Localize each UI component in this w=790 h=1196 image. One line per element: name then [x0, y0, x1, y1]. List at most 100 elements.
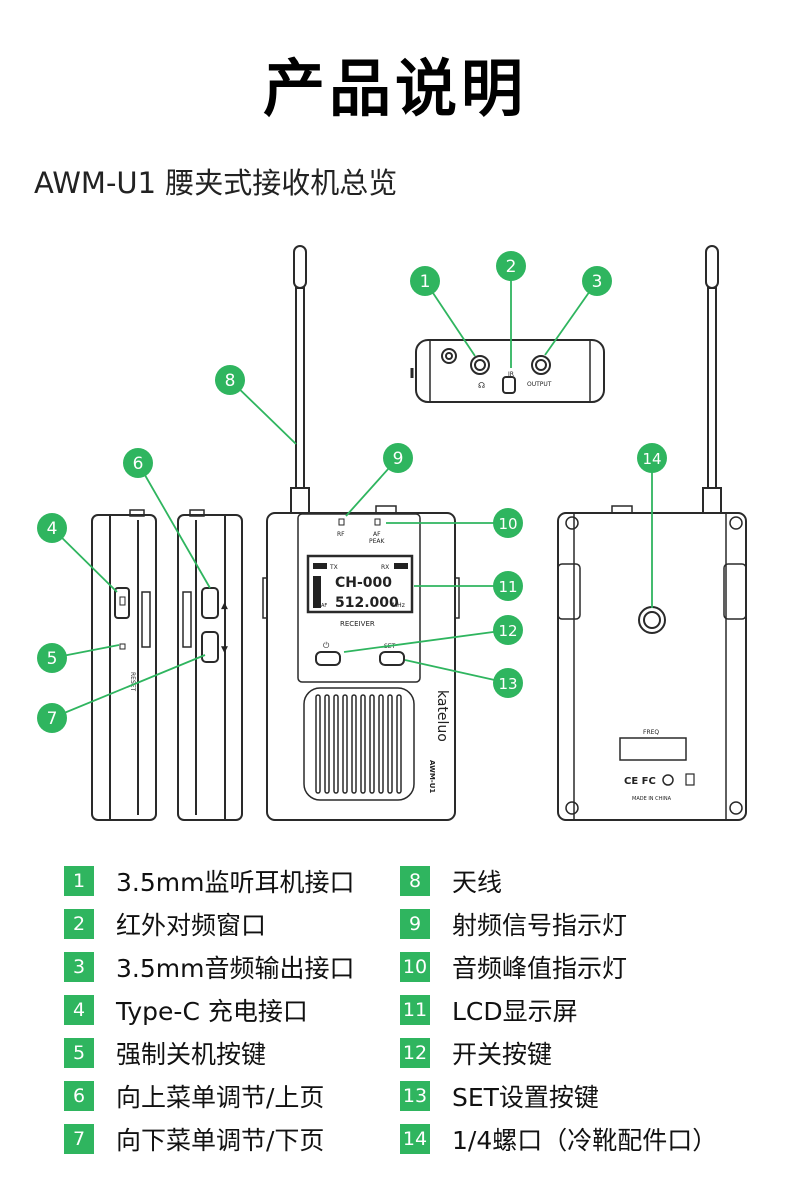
legend-number: 2	[64, 909, 94, 939]
legend-number: 3	[64, 952, 94, 982]
legend-number: 12	[400, 1038, 430, 1068]
power-icon: ⏻	[323, 641, 330, 650]
legend-item: 3 3.5mm音频输出接口	[64, 951, 354, 983]
down-arrow-icon: ▼	[221, 645, 228, 655]
front-view	[262, 245, 460, 821]
callout-number: 9	[393, 449, 404, 469]
receiver-label: RECEIVER	[340, 620, 375, 628]
page-subtitle: AWM-U1 腰夹式接收机总览	[34, 166, 398, 200]
callout-6: 6	[123, 448, 153, 478]
callout-5: 5	[37, 643, 67, 673]
type-c-port	[114, 587, 130, 619]
rx-label: RX	[381, 564, 389, 571]
callout-number: 4	[47, 519, 58, 539]
lcd-frequency: 512.000	[335, 595, 399, 611]
cert-marks: CE FC	[624, 776, 656, 787]
callout-number: 11	[498, 578, 517, 596]
legend-label: 向下菜单调节/下页	[116, 1126, 325, 1155]
callout-1: 1	[410, 266, 440, 296]
antenna	[293, 245, 307, 289]
output-label: OUTPUT	[527, 381, 552, 388]
callout-number: 7	[47, 709, 58, 729]
grille-slot	[351, 694, 357, 794]
back-view	[557, 245, 747, 821]
headphone-glyph: ☊	[478, 381, 485, 390]
legend-number: 5	[64, 1038, 94, 1068]
legend-item: 10 音频峰值指示灯	[400, 951, 627, 983]
ir-window-icon	[502, 376, 516, 394]
callout-number: 13	[498, 675, 517, 693]
callout-number: 3	[592, 272, 603, 292]
headphone-jack-icon	[470, 355, 490, 375]
legend-number: 11	[400, 995, 430, 1025]
lcd-channel: CH-000	[335, 575, 392, 591]
af-indicator-label: AF	[373, 531, 381, 538]
grille-slot	[333, 694, 339, 794]
side-view-buttons	[177, 509, 243, 821]
lcd-af: AF	[321, 603, 327, 609]
bin-icon	[685, 773, 695, 786]
freq-label-box	[619, 737, 687, 761]
made-in-label: MADE IN CHINA	[632, 796, 672, 802]
freq-label: FREQ	[643, 729, 659, 736]
callout-number: 14	[642, 450, 661, 468]
legend-item: 5 强制关机按键	[64, 1037, 266, 1069]
legend-label: 天线	[452, 868, 503, 897]
legend-number: 13	[400, 1081, 430, 1111]
legend-label: 红外对频窗口	[116, 911, 267, 940]
callout-10: 10	[493, 508, 523, 538]
legend-label: 强制关机按键	[116, 1040, 267, 1069]
grille-slot	[378, 694, 384, 794]
callout-3: 3	[582, 266, 612, 296]
legend-label: 3.5mm音频输出接口	[116, 954, 355, 983]
callout-number: 10	[498, 515, 517, 533]
output-jack-icon	[531, 355, 551, 375]
product-diagram: IR OUTPUT ☊ RESET ▲ ▼ RF AF PEAK TX RX C…	[37, 245, 747, 821]
legend-item: 7 向下菜单调节/下页	[64, 1123, 324, 1155]
lcd-unit: MHz	[392, 602, 405, 609]
callout-number: 2	[506, 257, 517, 277]
power-button	[315, 651, 341, 666]
legend-label: Type-C 充电接口	[116, 997, 308, 1026]
peak-indicator-label: PEAK	[369, 538, 386, 545]
legend-number: 7	[64, 1124, 94, 1154]
grille-slot	[396, 694, 402, 794]
callout-11: 11	[493, 571, 523, 601]
grille-slot	[387, 694, 393, 794]
down-button	[201, 631, 219, 663]
legend-label: 音频峰值指示灯	[452, 954, 628, 983]
rf-indicator-label: RF	[337, 531, 345, 538]
page-title: 产品说明	[262, 52, 527, 125]
recycle-icon	[662, 774, 674, 786]
lcd-screen	[306, 554, 414, 614]
legend-number: 9	[400, 909, 430, 939]
set-button	[379, 651, 405, 666]
callout-number: 1	[420, 272, 431, 292]
grille-slot	[324, 694, 330, 794]
callout-13: 13	[493, 668, 523, 698]
grille-slot	[315, 694, 321, 794]
tx-label: TX	[329, 564, 338, 571]
up-arrow-icon: ▲	[221, 601, 228, 611]
grille-slot	[342, 694, 348, 794]
legend-label: 1/4螺口（冷靴配件口）	[452, 1126, 718, 1155]
legend-number: 10	[400, 952, 430, 982]
brand-logo: kateluo	[434, 690, 450, 742]
lcd-rf: RF	[313, 603, 319, 609]
usb-port-icon	[441, 348, 457, 364]
legend-item: 2 红外对频窗口	[64, 908, 266, 940]
callout-4: 4	[37, 513, 67, 543]
legend-number: 1	[64, 866, 94, 896]
legend-number: 6	[64, 1081, 94, 1111]
top-view	[410, 339, 605, 403]
callout-number: 5	[47, 649, 58, 669]
reset-label: RESET	[129, 672, 136, 692]
